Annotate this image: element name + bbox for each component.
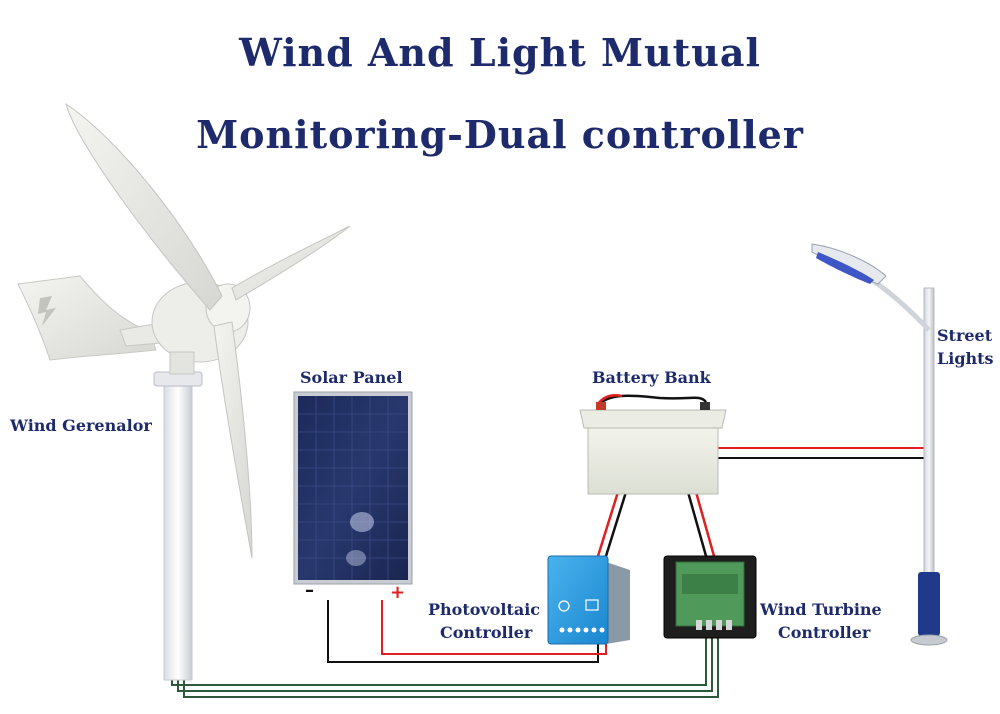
label-pv-controller-2: Controller — [440, 623, 533, 642]
title-line-2: Monitoring-Dual controller — [196, 112, 804, 157]
lamp-base-plate — [910, 634, 948, 646]
pv-bulb-icon — [558, 600, 570, 612]
solar-positive-sign: + — [390, 582, 406, 603]
wind-tower — [163, 379, 193, 681]
battery-pv-positive-wire — [596, 491, 620, 557]
pv-controller-body — [547, 555, 609, 645]
yaw-base — [169, 351, 195, 375]
label-wt-controller-2: Controller — [778, 623, 871, 642]
pv-terminals — [559, 627, 605, 633]
wt-terminals — [696, 620, 732, 630]
pv-controller — [547, 555, 630, 645]
solar-negative-sign: – — [305, 580, 314, 601]
solar-negative-wire — [327, 600, 599, 663]
solar-positive-wire — [381, 600, 607, 655]
label-pv-controller-1: Photovoltaic — [428, 600, 541, 619]
battery-wt-positive-wire — [694, 491, 716, 557]
lamp-head — [811, 243, 887, 285]
lamp-arm — [870, 277, 931, 332]
battery-top-cable — [599, 394, 707, 405]
label-street-lights-2: Lights — [937, 349, 994, 368]
blade-upper — [65, 102, 223, 311]
lightning-icon — [38, 296, 56, 326]
label-street-lights-1: Street — [937, 326, 993, 345]
battery-bank — [579, 402, 727, 495]
blade-right — [231, 225, 351, 301]
label-wt-controller-1: Wind Turbine — [760, 600, 882, 619]
wt-controller — [663, 555, 757, 639]
label-wind-generator: Wind Gerenalor — [10, 416, 152, 435]
battery-lid — [579, 409, 727, 429]
lamp-base-sleeve — [918, 572, 940, 636]
tail-fin — [17, 275, 157, 361]
battery-pv-negative-wire — [604, 491, 628, 557]
label-solar-panel: Solar Panel — [300, 368, 403, 387]
battery-terminal-neg — [700, 402, 710, 410]
wind-generator — [17, 102, 351, 681]
blade-lower — [213, 321, 253, 559]
pv-controller-side — [606, 562, 630, 644]
solar-glare — [350, 512, 374, 532]
street-light — [811, 243, 948, 646]
lamp-pole — [923, 287, 935, 589]
battery-body — [587, 425, 719, 495]
solar-panel — [293, 391, 413, 585]
title-line-1: Wind And Light Mutual — [239, 30, 761, 75]
battery-wt-negative-wire — [686, 491, 708, 557]
pv-panel-icon — [585, 599, 599, 611]
battery-terminal-pos — [596, 402, 606, 410]
wiring — [171, 394, 930, 698]
lamp-lens — [816, 252, 874, 284]
solar-glare-2 — [346, 550, 366, 566]
label-battery-bank: Battery Bank — [592, 368, 711, 387]
wt-controller-label — [682, 574, 738, 594]
